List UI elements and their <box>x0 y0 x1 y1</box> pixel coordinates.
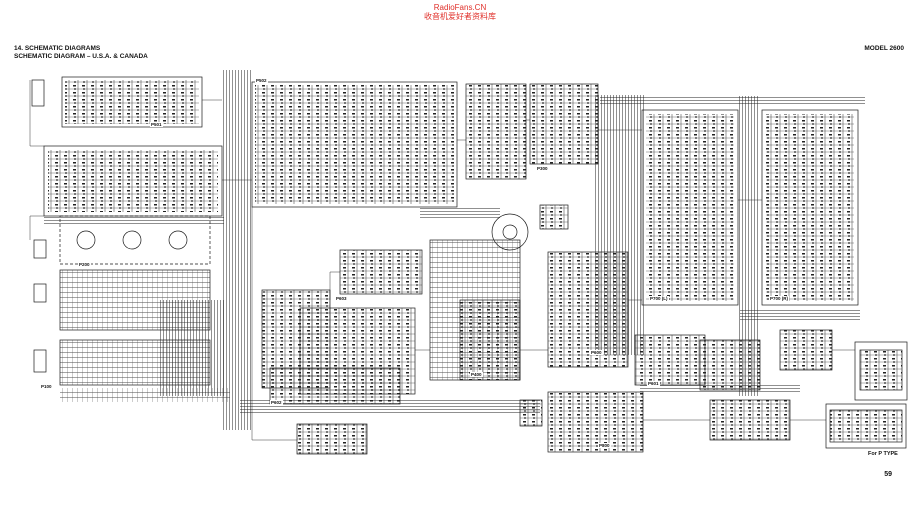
model-label: MODEL 2600 <box>864 45 904 52</box>
diagram-subtitle: SCHEMATIC DIAGRAM – U.S.A. & CANADA <box>14 53 148 60</box>
board-label-p501: P501 <box>150 122 163 127</box>
watermark: RadioFans.CN 收音机爱好者资料库 <box>0 3 920 21</box>
board-label-p602: P602 <box>270 400 283 405</box>
section-title: 14. SCHEMATIC DIAGRAMS <box>14 45 101 52</box>
board-label-p100: P100 <box>40 384 53 389</box>
board-label-p502: P502 <box>255 78 268 83</box>
board-label-p700-r: P700 (R) <box>769 296 790 301</box>
watermark-tagline: 收音机爱好者资料库 <box>424 12 496 21</box>
inset-label: For P TYPE <box>868 451 898 457</box>
board-label-p800: P800 <box>598 443 611 448</box>
board-label-p300: P300 <box>536 166 549 171</box>
board-label-p603: P603 <box>335 296 348 301</box>
board-label-p200: P200 <box>78 262 91 267</box>
board-label-p600: P600 <box>590 350 603 355</box>
board-label-p400: P400 <box>470 372 483 377</box>
board-label-p601: P601 <box>647 381 660 386</box>
watermark-site: RadioFans.CN <box>433 3 487 12</box>
board-label-p700-l: P700 (L) <box>649 296 669 301</box>
page-number: 59 <box>884 471 892 478</box>
